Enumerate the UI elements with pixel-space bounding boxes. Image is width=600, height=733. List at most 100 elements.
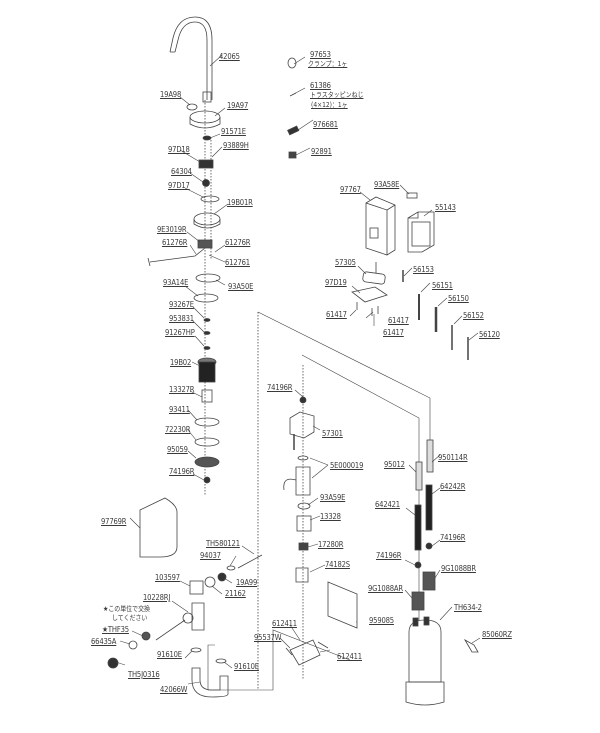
- key-85060RZ: [463, 638, 479, 653]
- part-label-72230R: 72230R: [165, 425, 191, 434]
- frame-55143: [407, 211, 435, 253]
- bracket-97D19: [351, 286, 388, 303]
- plate-97D17: [200, 195, 220, 203]
- fitting-976681: [287, 125, 300, 136]
- part-label-64304: 64304: [171, 167, 192, 176]
- part-label-61417-b: 61417: [388, 316, 409, 325]
- elbow-103597: [189, 580, 204, 595]
- part-label-85060RZ: 85060RZ: [482, 630, 512, 639]
- washer-91610E-right: [215, 658, 227, 664]
- part-label-612761: 612761: [225, 258, 250, 267]
- part-label-91571E: 91571E: [221, 127, 246, 136]
- part-label-93267E: 93267E: [169, 300, 194, 309]
- part-label-61417-a: 61417: [326, 310, 347, 319]
- part-label-97D18: 97D18: [168, 145, 190, 154]
- part-label-10228RJ: 10228RJ: [143, 593, 171, 602]
- fitting-66435A: [128, 640, 138, 650]
- hose-642421: [414, 504, 422, 551]
- part-label-74196R-c: 74196R: [376, 551, 402, 560]
- part-label-42065: 42065: [219, 52, 240, 61]
- hose-64242R: [425, 484, 433, 531]
- part-label-94037: 94037: [200, 551, 221, 560]
- part-label-612411-a: 612411: [272, 619, 297, 628]
- part-label-97767: 97767: [340, 185, 361, 194]
- part-label-642421: 642421: [375, 500, 400, 509]
- part-label-97D17: 97D17: [168, 181, 190, 190]
- part-label-57305: 57305: [335, 258, 356, 267]
- part-label-950114R: 950114R: [438, 453, 468, 462]
- ring-93A59E: [297, 502, 311, 510]
- cover-93A58E: [406, 192, 418, 199]
- housing-19B01R: [193, 212, 221, 226]
- part-label-19B01R: 19B01R: [227, 198, 253, 207]
- part-label-93889H: 93889H: [223, 141, 249, 150]
- clamp-97653: [287, 57, 297, 69]
- part-label-61276R-right: 61276R: [225, 238, 251, 247]
- part-label-5E000019: 5E000019: [330, 461, 364, 470]
- part-label-91267HP: 91267HP: [165, 328, 195, 337]
- part-label-93411: 93411: [169, 405, 190, 414]
- washer-72230R: [194, 437, 220, 447]
- part-label-56120: 56120: [479, 330, 500, 339]
- part-label-953831: 953831: [169, 314, 194, 323]
- part-74196R-b: [299, 396, 307, 404]
- part-label-93A58E: 93A58E: [374, 180, 400, 189]
- part-label-56151: 56151: [432, 281, 453, 290]
- part-label-612411-b: 612411: [337, 652, 362, 661]
- spout-tip: [202, 91, 212, 103]
- part-74196R-c: [414, 561, 422, 569]
- part-74196R-d: [425, 542, 433, 550]
- pad-959085: [327, 581, 358, 629]
- part-label-TH580121: TH580121: [206, 539, 240, 548]
- part-label-92891: 92891: [311, 147, 332, 156]
- part-label-97653: 97653: [310, 50, 331, 59]
- washer-91571E: [202, 135, 212, 141]
- part-label-97D19: 97D19: [325, 278, 347, 287]
- bracket-612411: [285, 639, 329, 666]
- oring-93A14E: [193, 293, 219, 303]
- fitting-THF35: [141, 631, 151, 641]
- part-label-93A50E: 93A50E: [228, 282, 254, 291]
- cup-13328: [296, 515, 312, 532]
- route-line-2: [257, 311, 431, 460]
- part-label-95537W: 95537W: [254, 633, 282, 642]
- connector-9G1088AR: [411, 591, 425, 611]
- part-label-61276R-left: 61276R: [162, 238, 188, 247]
- part-label-93A59E: 93A59E: [320, 493, 346, 502]
- spout-42065: [169, 16, 213, 100]
- part-64304: [202, 179, 210, 187]
- oring-93A50E: [195, 273, 221, 283]
- part-label-56152: 56152: [463, 311, 484, 320]
- washer-94037: [226, 565, 236, 571]
- route-line-4: [207, 644, 258, 691]
- part-label-9G1088AR: 9G1088AR: [368, 584, 403, 593]
- nut-21162: [204, 576, 216, 588]
- block-9E3019R: [197, 239, 213, 249]
- replace-unit-note-line2: してください: [112, 614, 148, 622]
- part-label-95012: 95012: [384, 460, 405, 469]
- hose-TH580121: [237, 554, 263, 569]
- nut-19A99: [217, 572, 227, 582]
- leader-lines: [115, 54, 481, 685]
- part-label-74182S: 74182S: [325, 560, 350, 569]
- cable: [147, 247, 206, 267]
- part-label-19A97: 19A97: [227, 101, 249, 110]
- part-label-19A99: 19A99: [236, 578, 258, 587]
- replace-unit-note-line1: ★この単位で交換: [103, 605, 150, 613]
- sleeve-13327R: [201, 389, 213, 403]
- tee-10228RJ: [191, 602, 205, 631]
- washer-93411: [194, 417, 220, 427]
- knob-19A98: [186, 103, 198, 111]
- part-label-66435A: 66435A: [91, 637, 117, 646]
- part-label-976681: 976681: [313, 120, 338, 129]
- nut-95059: [194, 456, 220, 468]
- part-label-TH634-2: TH634-2: [454, 603, 482, 612]
- fitting-17280R: [298, 542, 309, 551]
- part-label-91610E-left: 91610E: [157, 650, 182, 659]
- part-label-959085: 959085: [369, 616, 394, 625]
- part-label-13328: 13328: [320, 512, 341, 521]
- part-label-93A14E: 93A14E: [163, 278, 189, 287]
- part-label-91610E-right: 91610E: [234, 662, 259, 671]
